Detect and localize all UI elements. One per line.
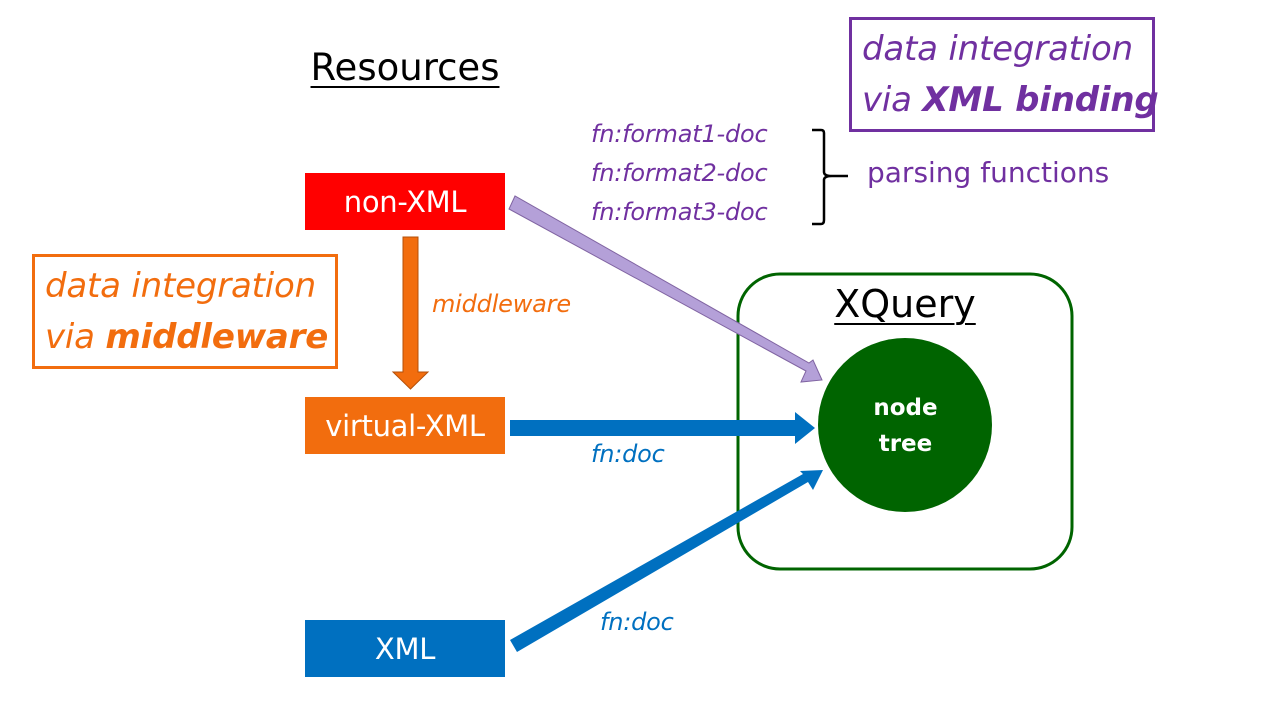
virtual-xml-box: virtual-XML (305, 397, 505, 454)
parsing-functions-label: parsing functions (867, 156, 1110, 189)
parsing-arrow (508, 195, 823, 383)
middleware-callout-line1: data integration (45, 266, 316, 306)
parsing-function-format2: fn:format2-doc (591, 159, 768, 187)
xml-binding-callout-line1: data integration (862, 29, 1133, 69)
middleware-callout-line2: via middleware (45, 312, 329, 363)
xml-binding-callout-line2: via XML binding (862, 75, 1159, 126)
virtual-xml-fndoc-label: fn:doc (591, 440, 665, 468)
middleware-callout: data integration via middleware (32, 254, 338, 369)
middleware-callout-bold: middleware (105, 317, 329, 357)
middleware-arrow (391, 236, 430, 390)
middleware-callout-prefix: via (45, 317, 106, 357)
non-xml-box: non-XML (305, 173, 505, 230)
resources-title: Resources (310, 46, 500, 89)
xml-binding-callout-prefix: via (862, 80, 923, 120)
xml-fndoc-label: fn:doc (600, 608, 674, 636)
xml-binding-callout-bold: XML binding (922, 80, 1159, 120)
xquery-title: XQuery (834, 282, 976, 326)
node-tree-label: node tree (818, 353, 993, 498)
node-tree-circle (818, 338, 992, 512)
parsing-function-format1: fn:format1-doc (591, 120, 768, 148)
node-tree-line1: node (873, 394, 938, 421)
xml-fndoc-arrow (510, 470, 823, 652)
xml-binding-callout: data integration via XML binding (849, 17, 1159, 132)
xml-box: XML (305, 620, 505, 677)
parsing-function-format3: fn:format3-doc (591, 198, 768, 226)
middleware-edge-label: middleware (432, 290, 571, 318)
parsing-functions-bracket (812, 128, 833, 226)
virtual-xml-fndoc-arrow (510, 412, 815, 444)
node-tree-line2: tree (878, 430, 933, 457)
